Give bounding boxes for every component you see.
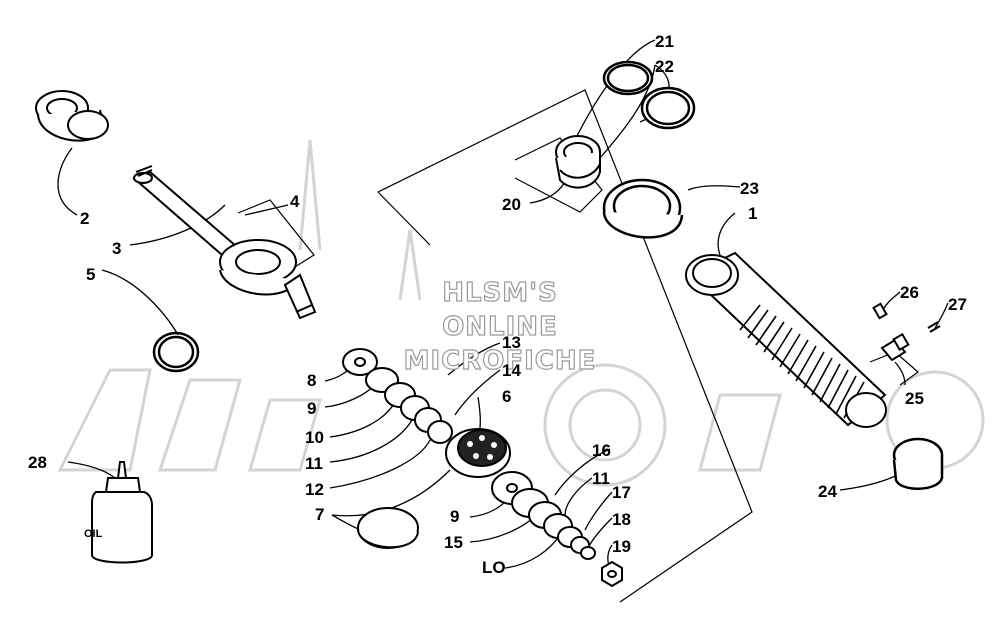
watermark-line-2: ONLINE xyxy=(442,311,558,342)
callout-26: 26 xyxy=(900,283,919,302)
watermark-line-1: HLSM'S xyxy=(442,277,558,308)
callout-4: 4 xyxy=(290,192,300,211)
piston-assembly xyxy=(219,239,317,320)
upper-valve-stack xyxy=(342,348,453,444)
callout-16: 16 xyxy=(592,441,611,460)
oil-bottle-28 xyxy=(91,461,153,564)
callout-5: 5 xyxy=(86,265,96,284)
piston-6 xyxy=(445,428,511,478)
callout-11-lower: 11 xyxy=(592,469,610,488)
callout-9-lower: 9 xyxy=(450,507,460,526)
upper-eye-mount xyxy=(35,90,109,142)
callout-10-upper: 10 xyxy=(305,428,324,447)
callout-7: 7 xyxy=(315,505,325,524)
callout-9-upper: 9 xyxy=(307,399,317,418)
callout-8: 8 xyxy=(307,371,317,390)
callout-2: 2 xyxy=(80,209,90,228)
rings-21-22 xyxy=(602,60,696,130)
callout-15: 15 xyxy=(444,533,463,552)
callout-25: 25 xyxy=(905,389,924,408)
bushing-24 xyxy=(892,437,944,490)
cap-20 xyxy=(555,135,601,189)
callout-3: 3 xyxy=(112,239,122,258)
callout-19: 19 xyxy=(612,537,631,556)
callout-1: 1 xyxy=(748,204,758,223)
callout-11-upper: 11 xyxy=(305,454,323,473)
cup-7 xyxy=(357,507,419,549)
callout-13: 13 xyxy=(502,333,521,352)
o-ring-5 xyxy=(152,331,200,373)
lower-valve-stack xyxy=(491,471,623,588)
shock-body-1 xyxy=(685,251,887,428)
callout-18: 18 xyxy=(612,510,631,529)
callout-12: 12 xyxy=(305,480,324,499)
callout-27: 27 xyxy=(948,295,967,314)
callout-22: 22 xyxy=(655,57,674,76)
callout-17: 17 xyxy=(612,483,631,502)
callout-14: 14 xyxy=(502,361,521,380)
valve-fitting-25 xyxy=(872,302,941,362)
collar-23 xyxy=(602,178,684,239)
oil-bottle-label: OIL xyxy=(84,528,103,540)
brand-watermark-logo xyxy=(57,139,985,487)
callout-21: 21 xyxy=(655,32,674,51)
callout-6: 6 xyxy=(502,387,512,406)
watermark-line-3: MICROFICHE xyxy=(403,345,597,376)
callout-10-lower: LO xyxy=(482,558,506,577)
callout-23: 23 xyxy=(740,179,759,198)
callout-20: 20 xyxy=(502,195,521,214)
callout-24: 24 xyxy=(818,482,837,501)
callout-28-oil: 28 xyxy=(28,453,47,472)
assembly-brackets xyxy=(237,89,919,603)
